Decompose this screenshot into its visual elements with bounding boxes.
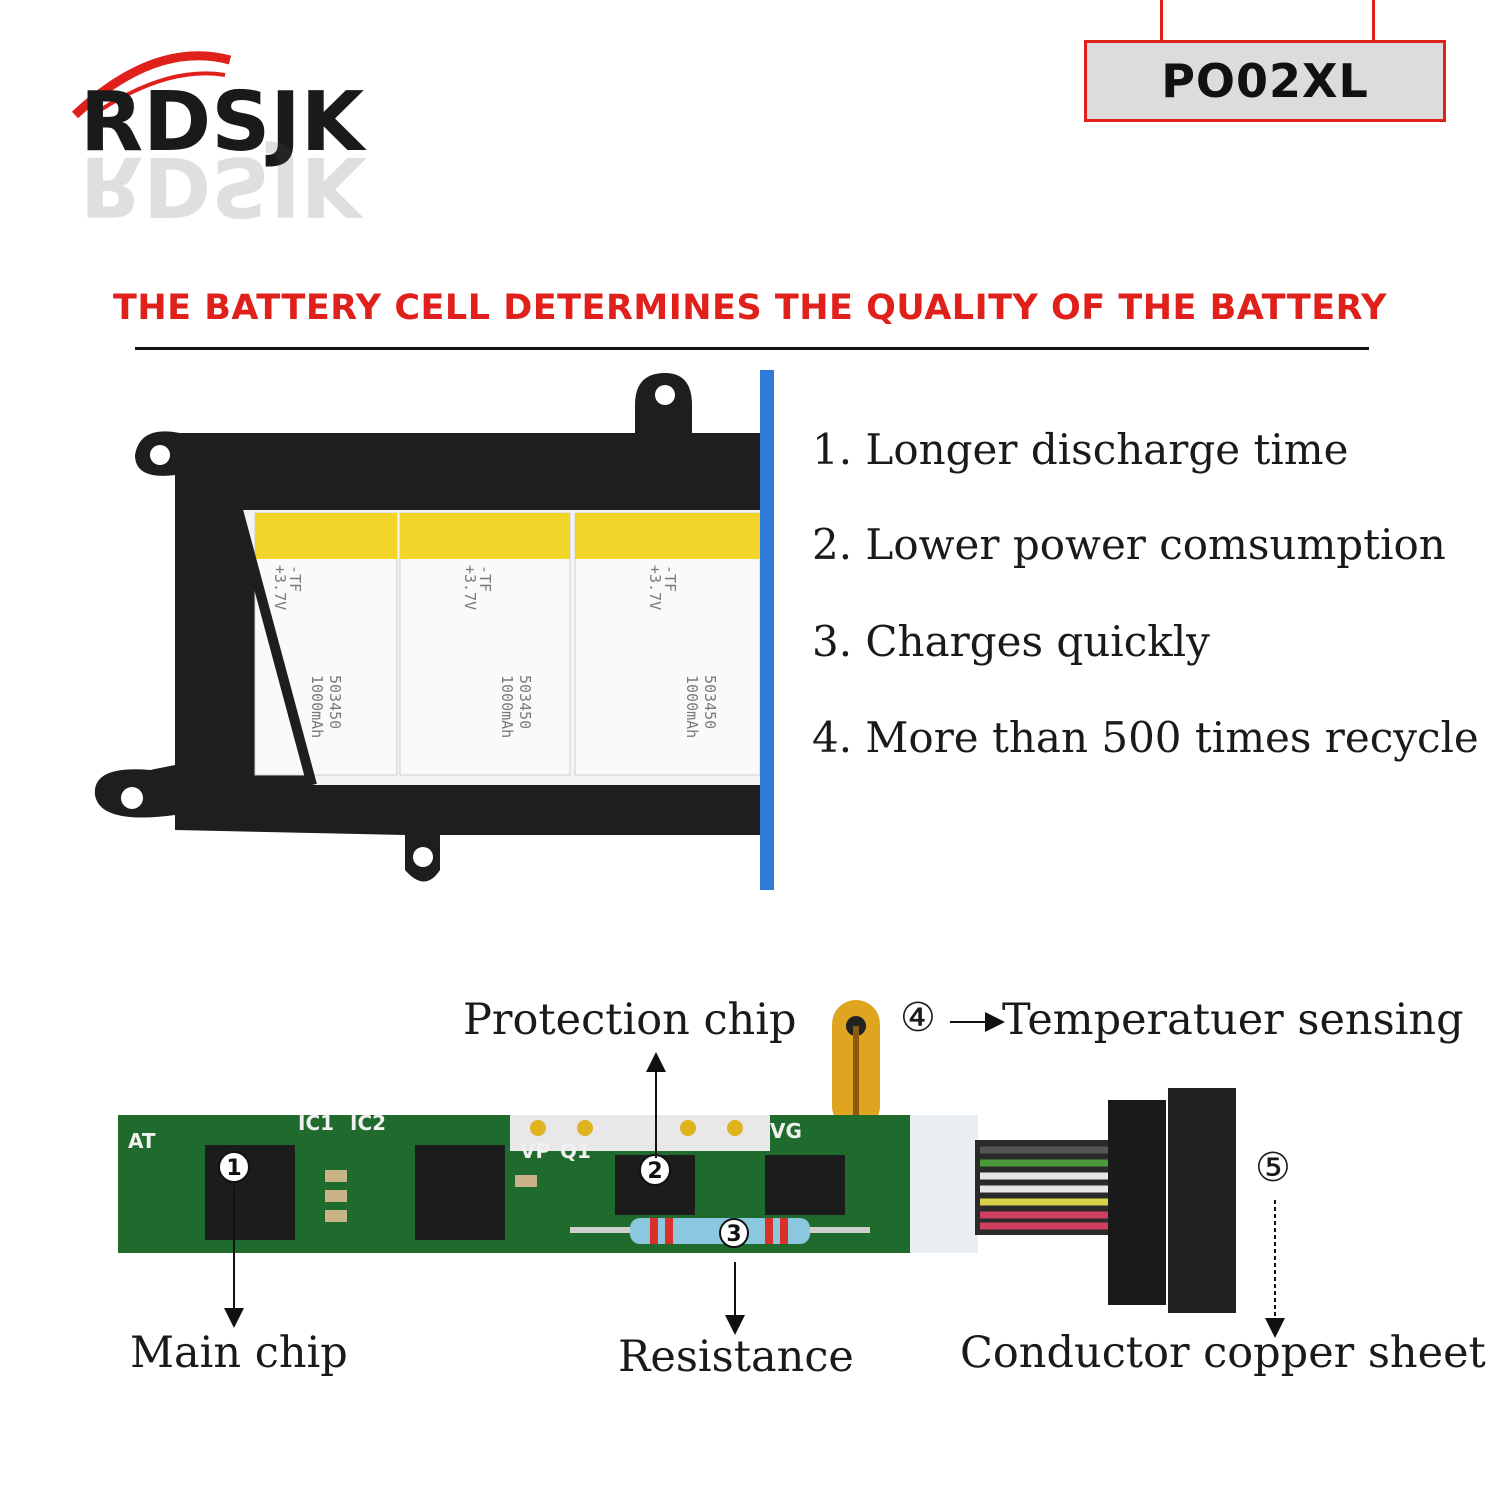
battery-pack-image: -TF +3.7V 503450 1000mAh -TF +3.7V 50345… (94, 370, 774, 890)
logo-text: RDSJK (80, 75, 368, 170)
cell-label: -TF (476, 565, 494, 592)
cell-model: 503450 (516, 675, 534, 729)
marker-main-chip: 1 (226, 1156, 241, 1181)
silk-vg: VG (770, 1119, 802, 1143)
feature-item: 1. Longer discharge time (812, 425, 1349, 474)
callout-temperature-sensing: Temperatuer sensing (1002, 995, 1464, 1045)
marker-resistance: 3 (726, 1222, 741, 1247)
model-tag: PO02XL (1084, 40, 1446, 122)
silk-at: AT (128, 1129, 156, 1153)
cell-capacity: 1000mAh (308, 675, 326, 738)
callout-copper-sheet: Conductor copper sheet (960, 1328, 1486, 1378)
silk-q1: Q1 (560, 1139, 591, 1163)
cell-model: 503450 (701, 675, 719, 729)
battery-cells: -TF +3.7V 503450 1000mAh -TF +3.7V 50345… (254, 512, 761, 776)
protection-board-image: AT IC1 IC2 VP Q1 VG 1 2 3 (118, 1000, 1236, 1313)
marker-protection-chip: 2 (647, 1159, 662, 1184)
cell-voltage: +3.7V (646, 565, 664, 610)
callout-protection-chip: Protection chip (463, 995, 797, 1045)
cell-capacity: 1000mAh (498, 675, 516, 738)
callout-marker-copper: ⑤ (1255, 1145, 1291, 1191)
feature-item: 3. Charges quickly (812, 617, 1210, 666)
callout-resistance: Resistance (618, 1332, 854, 1382)
silk-vp: VP (520, 1139, 550, 1163)
headline: THE BATTERY CELL DETERMINES THE QUALITY … (112, 288, 1388, 328)
callout-main-chip: Main chip (130, 1328, 348, 1378)
cell-voltage: +3.7V (461, 565, 479, 610)
model-code: PO02XL (1161, 54, 1369, 108)
silk-ic1: IC1 (298, 1111, 334, 1135)
headline-divider (135, 347, 1369, 350)
feature-item: 4. More than 500 times recycle (812, 713, 1479, 762)
tag-leader-left (1160, 0, 1163, 40)
cell-label: -TF (286, 565, 304, 592)
logo-reflection: RDSJK (80, 138, 368, 225)
cell-voltage: +3.7V (271, 565, 289, 610)
brand-logo: RDSJK RDSJK (71, 51, 368, 225)
cell-capacity: 1000mAh (683, 675, 701, 738)
silk-ic2: IC2 (350, 1111, 386, 1135)
tag-leader-right (1372, 0, 1375, 40)
cell-model: 503450 (326, 675, 344, 729)
feature-item: 2. Lower power comsumption (812, 520, 1446, 569)
callout-marker-temperature: ④ (900, 995, 936, 1041)
cell-label: -TF (661, 565, 679, 592)
